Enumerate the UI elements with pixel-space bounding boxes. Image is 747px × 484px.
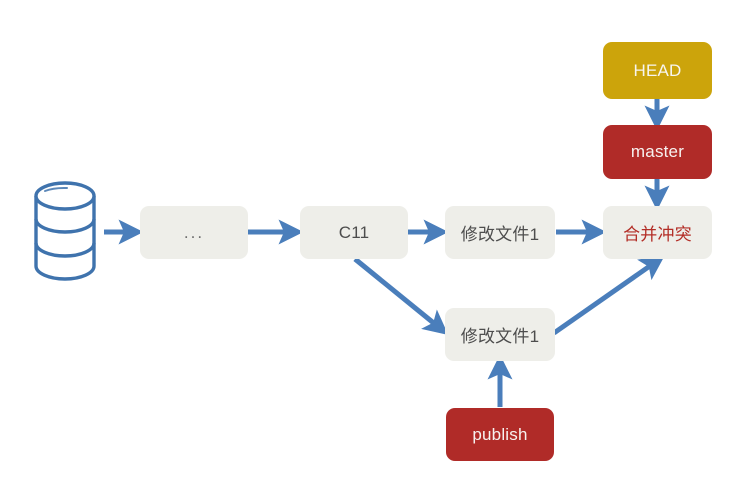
database-cylinder-icon bbox=[34, 181, 96, 281]
node-head[interactable]: HEAD bbox=[603, 42, 712, 99]
node-publish[interactable]: publish bbox=[446, 408, 554, 461]
edge-modify-file-bottom-to-merge-conflict bbox=[552, 255, 665, 336]
node-modify-file-top[interactable]: 修改文件1 bbox=[445, 206, 555, 259]
node-modify-file-bottom[interactable]: 修改文件1 bbox=[445, 308, 555, 361]
node-master[interactable]: master bbox=[603, 125, 712, 179]
edge-commit-to-modify-file-bottom bbox=[353, 257, 449, 335]
node-ellipsis[interactable]: ... bbox=[140, 206, 248, 259]
node-commit-c11[interactable]: C11 bbox=[300, 206, 408, 259]
node-merge-conflict[interactable]: 合并冲突 bbox=[603, 206, 712, 259]
